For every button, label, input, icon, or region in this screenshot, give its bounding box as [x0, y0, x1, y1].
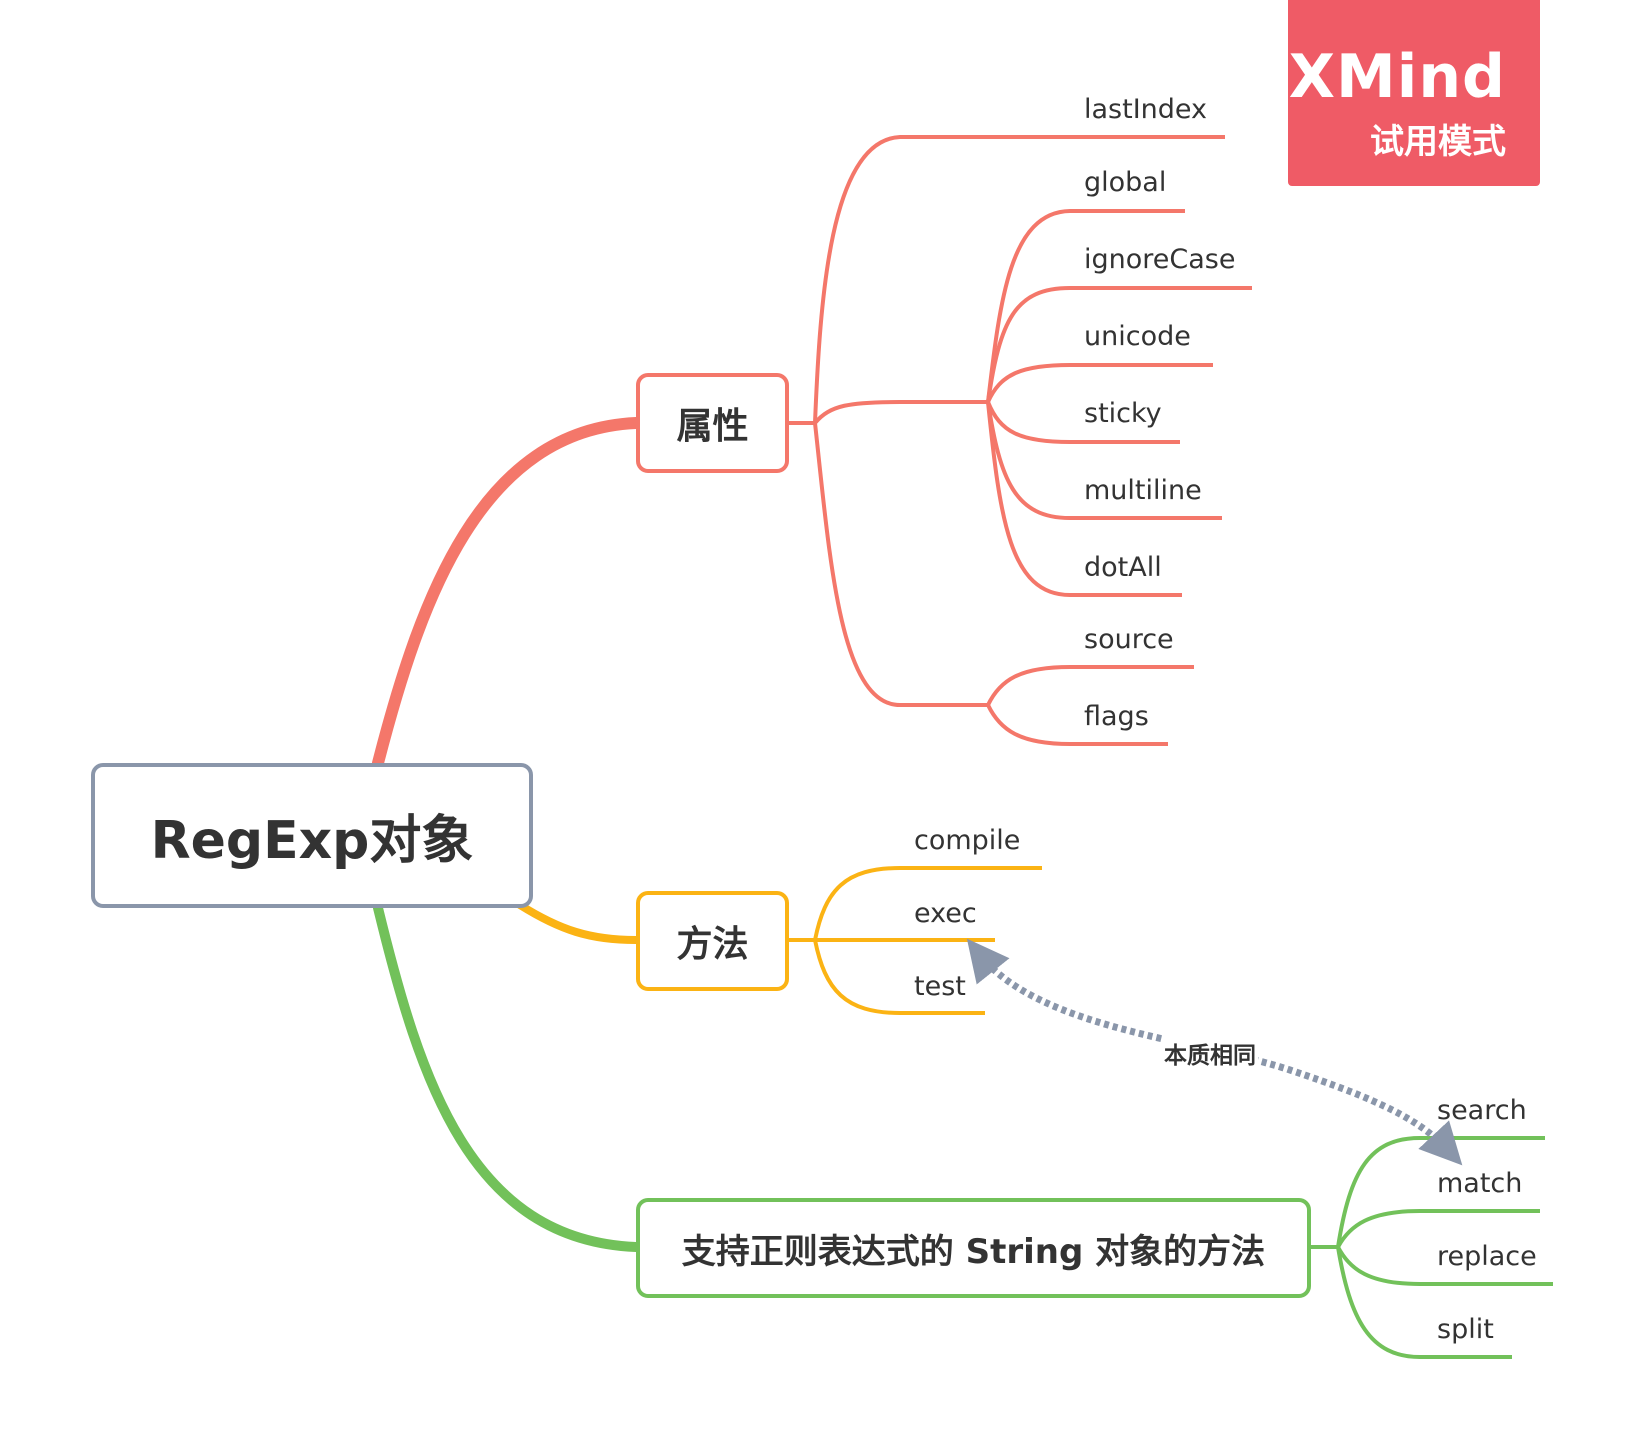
relationship-line: [966, 938, 1463, 1166]
leaf-topic-lastindex[interactable]: lastIndex: [1084, 94, 1208, 125]
leaf-topic-test[interactable]: test: [914, 971, 966, 1002]
branch-topic-label: 方法: [676, 924, 749, 965]
watermark-subtitle: 试用模式: [1370, 122, 1506, 162]
leaf-topic-split[interactable]: split: [1437, 1314, 1494, 1345]
branch-topic-properties[interactable]: 属性: [636, 373, 789, 473]
leaf-topic-compile[interactable]: compile: [914, 825, 1021, 856]
leaf-topic-match[interactable]: match: [1437, 1168, 1523, 1199]
branch-topic-string-methods[interactable]: 支持正则表达式的 String 对象的方法: [636, 1198, 1311, 1298]
root-topic[interactable]: RegExp对象: [91, 763, 533, 908]
relationship-label[interactable]: 本质相同: [1162, 1036, 1258, 1070]
watermark-title: XMind: [1288, 42, 1506, 112]
connector-root-methods: [516, 901, 640, 944]
branch-topic-methods[interactable]: 方法: [636, 891, 789, 991]
leaf-topic-flags[interactable]: flags: [1084, 701, 1149, 732]
methods-connectors: [789, 866, 1042, 1015]
leaf-topic-multiline[interactable]: multiline: [1084, 475, 1202, 506]
leaf-topic-search[interactable]: search: [1437, 1095, 1527, 1126]
leaf-topic-ignorecase[interactable]: ignoreCase: [1084, 244, 1236, 275]
connector-root-props: [372, 417, 642, 769]
root-topic-label: RegExp对象: [150, 811, 474, 871]
leaf-topic-replace[interactable]: replace: [1437, 1241, 1537, 1272]
leaf-topic-source[interactable]: source: [1084, 624, 1174, 655]
connector-root-string: [373, 903, 641, 1252]
leaf-topic-unicode[interactable]: unicode: [1084, 321, 1191, 352]
leaf-topic-global[interactable]: global: [1084, 167, 1167, 198]
leaf-topic-sticky[interactable]: sticky: [1084, 398, 1162, 429]
branch-topic-label: 属性: [676, 406, 749, 447]
branch-topic-label: 支持正则表达式的 String 对象的方法: [681, 1231, 1266, 1272]
leaf-topic-exec[interactable]: exec: [914, 898, 977, 929]
leaf-topic-dotall[interactable]: dotAll: [1084, 552, 1162, 583]
xmind-trial-watermark: XMind 试用模式: [1288, 0, 1540, 186]
props-connectors: [789, 135, 1252, 746]
